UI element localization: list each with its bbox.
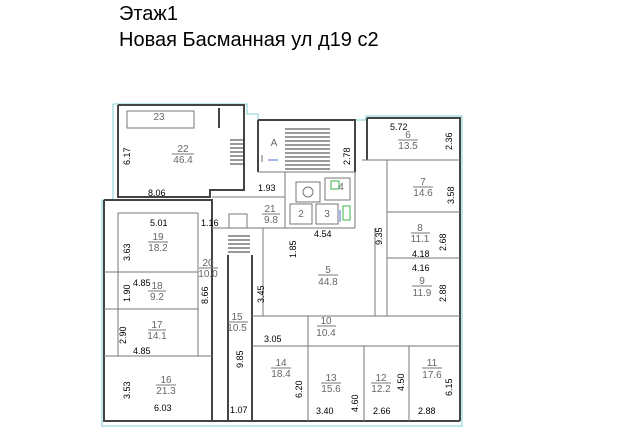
room-number-18: 18: [151, 281, 163, 292]
dimension-label: 4.85: [133, 278, 151, 288]
room-number-2: 2: [298, 209, 304, 220]
dimension-label: 6.17: [122, 147, 132, 165]
room-area-19: 18.2: [148, 243, 168, 254]
dimension-label: 8.06: [148, 188, 166, 198]
dimension-label: 3.05: [264, 334, 282, 344]
dimension-labels: 5.72 2.36 6.17 2.78 8.06 1.93 3.58 5.01 …: [118, 122, 456, 416]
room-number-I: I: [261, 154, 264, 165]
room-area-12: 12.2: [371, 384, 391, 395]
room-number-23: 23: [153, 112, 165, 123]
room-area-14: 18.4: [271, 369, 291, 380]
room-number-6: 6: [405, 130, 411, 141]
room-number-5: 5: [325, 265, 331, 276]
room-labels: 23 22 46.4 A I 6 13.5 4 7 14.6 21 9.8 2 …: [147, 112, 442, 397]
dimension-label: 5.01: [150, 218, 168, 228]
room-number-10: 10: [320, 316, 332, 327]
dimension-label: 6.03: [154, 403, 172, 413]
dimension-label: 2.36: [444, 132, 454, 150]
dimension-label: 9.35: [374, 227, 384, 245]
room-number-19: 19: [152, 232, 164, 243]
room-area-13: 15.6: [321, 384, 341, 395]
dimension-label: 6.15: [444, 378, 454, 396]
room-area-5: 44.8: [318, 277, 338, 288]
room-number-15: 15: [231, 312, 243, 323]
outer-outline: [101, 103, 463, 427]
room-number-14: 14: [275, 358, 287, 369]
dimension-label: 4.54: [314, 229, 332, 239]
room-area-8: 11.1: [411, 234, 430, 245]
room-area-22: 46.4: [173, 155, 193, 166]
dimension-label: 3.53: [122, 381, 132, 399]
dimension-label: 1.93: [258, 183, 276, 193]
dimension-label: 2.88: [418, 406, 436, 416]
room-number-7: 7: [420, 177, 426, 188]
stair-hatching: [228, 128, 341, 253]
dimension-label: 6.20: [294, 380, 304, 398]
dimension-label: 9.85: [235, 350, 245, 368]
dimension-label: 4.18: [412, 249, 430, 259]
dimension-label: 1.16: [201, 218, 219, 228]
dimension-label: 2.88: [438, 284, 448, 302]
room-number-8: 8: [417, 223, 423, 234]
room-area-10: 10.4: [316, 328, 336, 339]
room-number-11: 11: [427, 358, 438, 369]
dimension-label: 3.45: [256, 285, 266, 303]
room-number-4: 4: [338, 182, 344, 193]
room-number-21: 21: [264, 204, 276, 215]
dimension-label: 3.63: [122, 243, 132, 261]
room-area-6: 13.5: [398, 141, 418, 152]
room-area-15: 10.5: [227, 323, 247, 334]
dimension-label: 8.66: [200, 286, 210, 304]
floor-title: Этаж1: [119, 3, 178, 25]
room-number-20: 20: [202, 258, 214, 269]
room-number-13: 13: [325, 373, 337, 384]
room-area-16: 21.3: [156, 386, 176, 397]
room-area-21: 9.8: [264, 215, 278, 226]
room-area-18: 9.2: [150, 292, 164, 303]
dimension-label: 5.72: [390, 122, 408, 132]
dimension-label: 1.07: [230, 405, 248, 415]
room-number-A: A: [271, 138, 278, 149]
dimension-label: 3.58: [446, 186, 456, 204]
dimension-label: 4.16: [412, 263, 430, 273]
dimension-label: 3.40: [316, 406, 334, 416]
room-number-16: 16: [160, 375, 172, 386]
room-number-3: 3: [324, 209, 330, 220]
dimension-label: 4.50: [396, 373, 406, 391]
room-area-11: 17.6: [422, 370, 442, 381]
fixtures: [302, 180, 351, 221]
dimension-label: 2.66: [373, 406, 391, 416]
room-number-17: 17: [151, 320, 163, 331]
room-area-9: 11.9: [413, 288, 432, 299]
dimension-label: 2.78: [342, 147, 352, 165]
room-number-12: 12: [375, 373, 387, 384]
room-number-9: 9: [419, 276, 425, 287]
room-area-7: 14.6: [413, 188, 433, 199]
room-area-20: 10.0: [198, 269, 218, 280]
dimension-label: 1.90: [122, 284, 132, 302]
dimension-label: 2.90: [118, 326, 128, 344]
room-number-22: 22: [177, 144, 189, 155]
dimension-label: 4.85: [133, 346, 151, 356]
dimension-label: 2.68: [438, 233, 448, 251]
room-area-17: 14.1: [147, 331, 167, 342]
walls: [103, 104, 461, 422]
dimension-label: 1.85: [288, 240, 298, 258]
address-title: Новая Басманная ул д19 с2: [119, 29, 379, 51]
dimension-label: 4.60: [350, 394, 360, 412]
